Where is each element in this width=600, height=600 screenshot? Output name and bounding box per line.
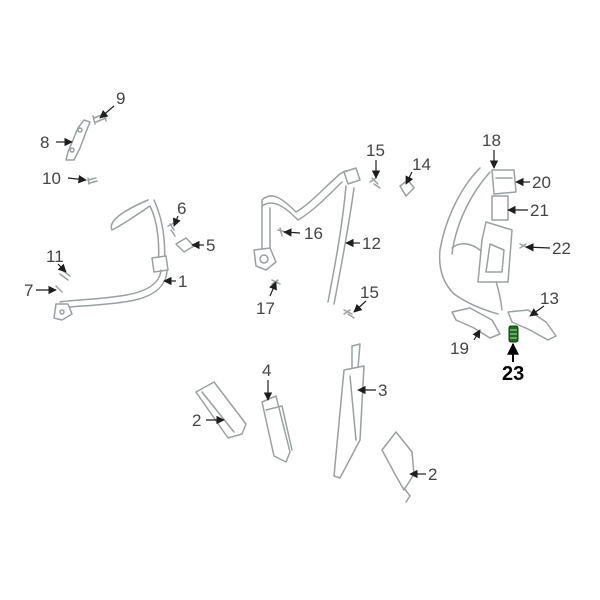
callout-7: 7 (24, 281, 33, 300)
part-1-rear-belt (53, 199, 169, 321)
callout-3: 3 (378, 381, 387, 400)
callout-14: 14 (412, 155, 431, 174)
callout-4: 4 (262, 361, 271, 380)
part-2-buckle-right (381, 431, 415, 503)
part-2-buckle-cover-left (195, 381, 247, 439)
part-19-anchor (451, 307, 501, 339)
callout-15-top: 15 (366, 141, 385, 160)
callout-12: 12 (362, 234, 381, 253)
callout-11: 11 (46, 247, 64, 266)
part-15-bolt-bottom (343, 309, 355, 319)
part-5-clip (175, 237, 195, 253)
part-10-screw (87, 177, 98, 185)
callout-21: 21 (530, 201, 549, 220)
callout-10: 10 (42, 169, 61, 188)
part-12-front-belt (253, 167, 361, 305)
callout-labels: 9 8 10 6 5 11 7 1 15 14 16 12 15 17 18 2… (24, 89, 571, 484)
callout-17: 17 (256, 299, 275, 318)
callout-2-left: 2 (192, 411, 201, 430)
callout-22: 22 (552, 239, 571, 258)
callout-13: 13 (540, 289, 559, 308)
part-4-buckle (261, 395, 293, 463)
part-23-bolt-highlighted (508, 325, 519, 343)
callout-9: 9 (116, 89, 125, 108)
callout-23-highlighted: 23 (502, 363, 524, 385)
callout-2-right: 2 (428, 465, 437, 484)
part-7-screw (55, 285, 63, 293)
part-21-retractor (477, 195, 513, 283)
leaders (36, 105, 551, 479)
callout-6: 6 (177, 199, 186, 218)
callout-8: 8 (40, 133, 49, 152)
callout-16: 16 (304, 224, 323, 243)
part-9-bolt (92, 112, 107, 125)
part-3-buckle-belt (333, 343, 365, 479)
callout-1: 1 (178, 272, 187, 291)
part-15-bolt-top (369, 177, 381, 189)
callout-19: 19 (450, 339, 469, 358)
callout-15-bottom: 15 (360, 283, 379, 302)
part-20-guide (491, 169, 517, 195)
callout-20: 20 (532, 173, 551, 192)
callout-5: 5 (206, 236, 215, 255)
part-8-bracket (65, 119, 91, 161)
callout-18: 18 (482, 131, 501, 150)
